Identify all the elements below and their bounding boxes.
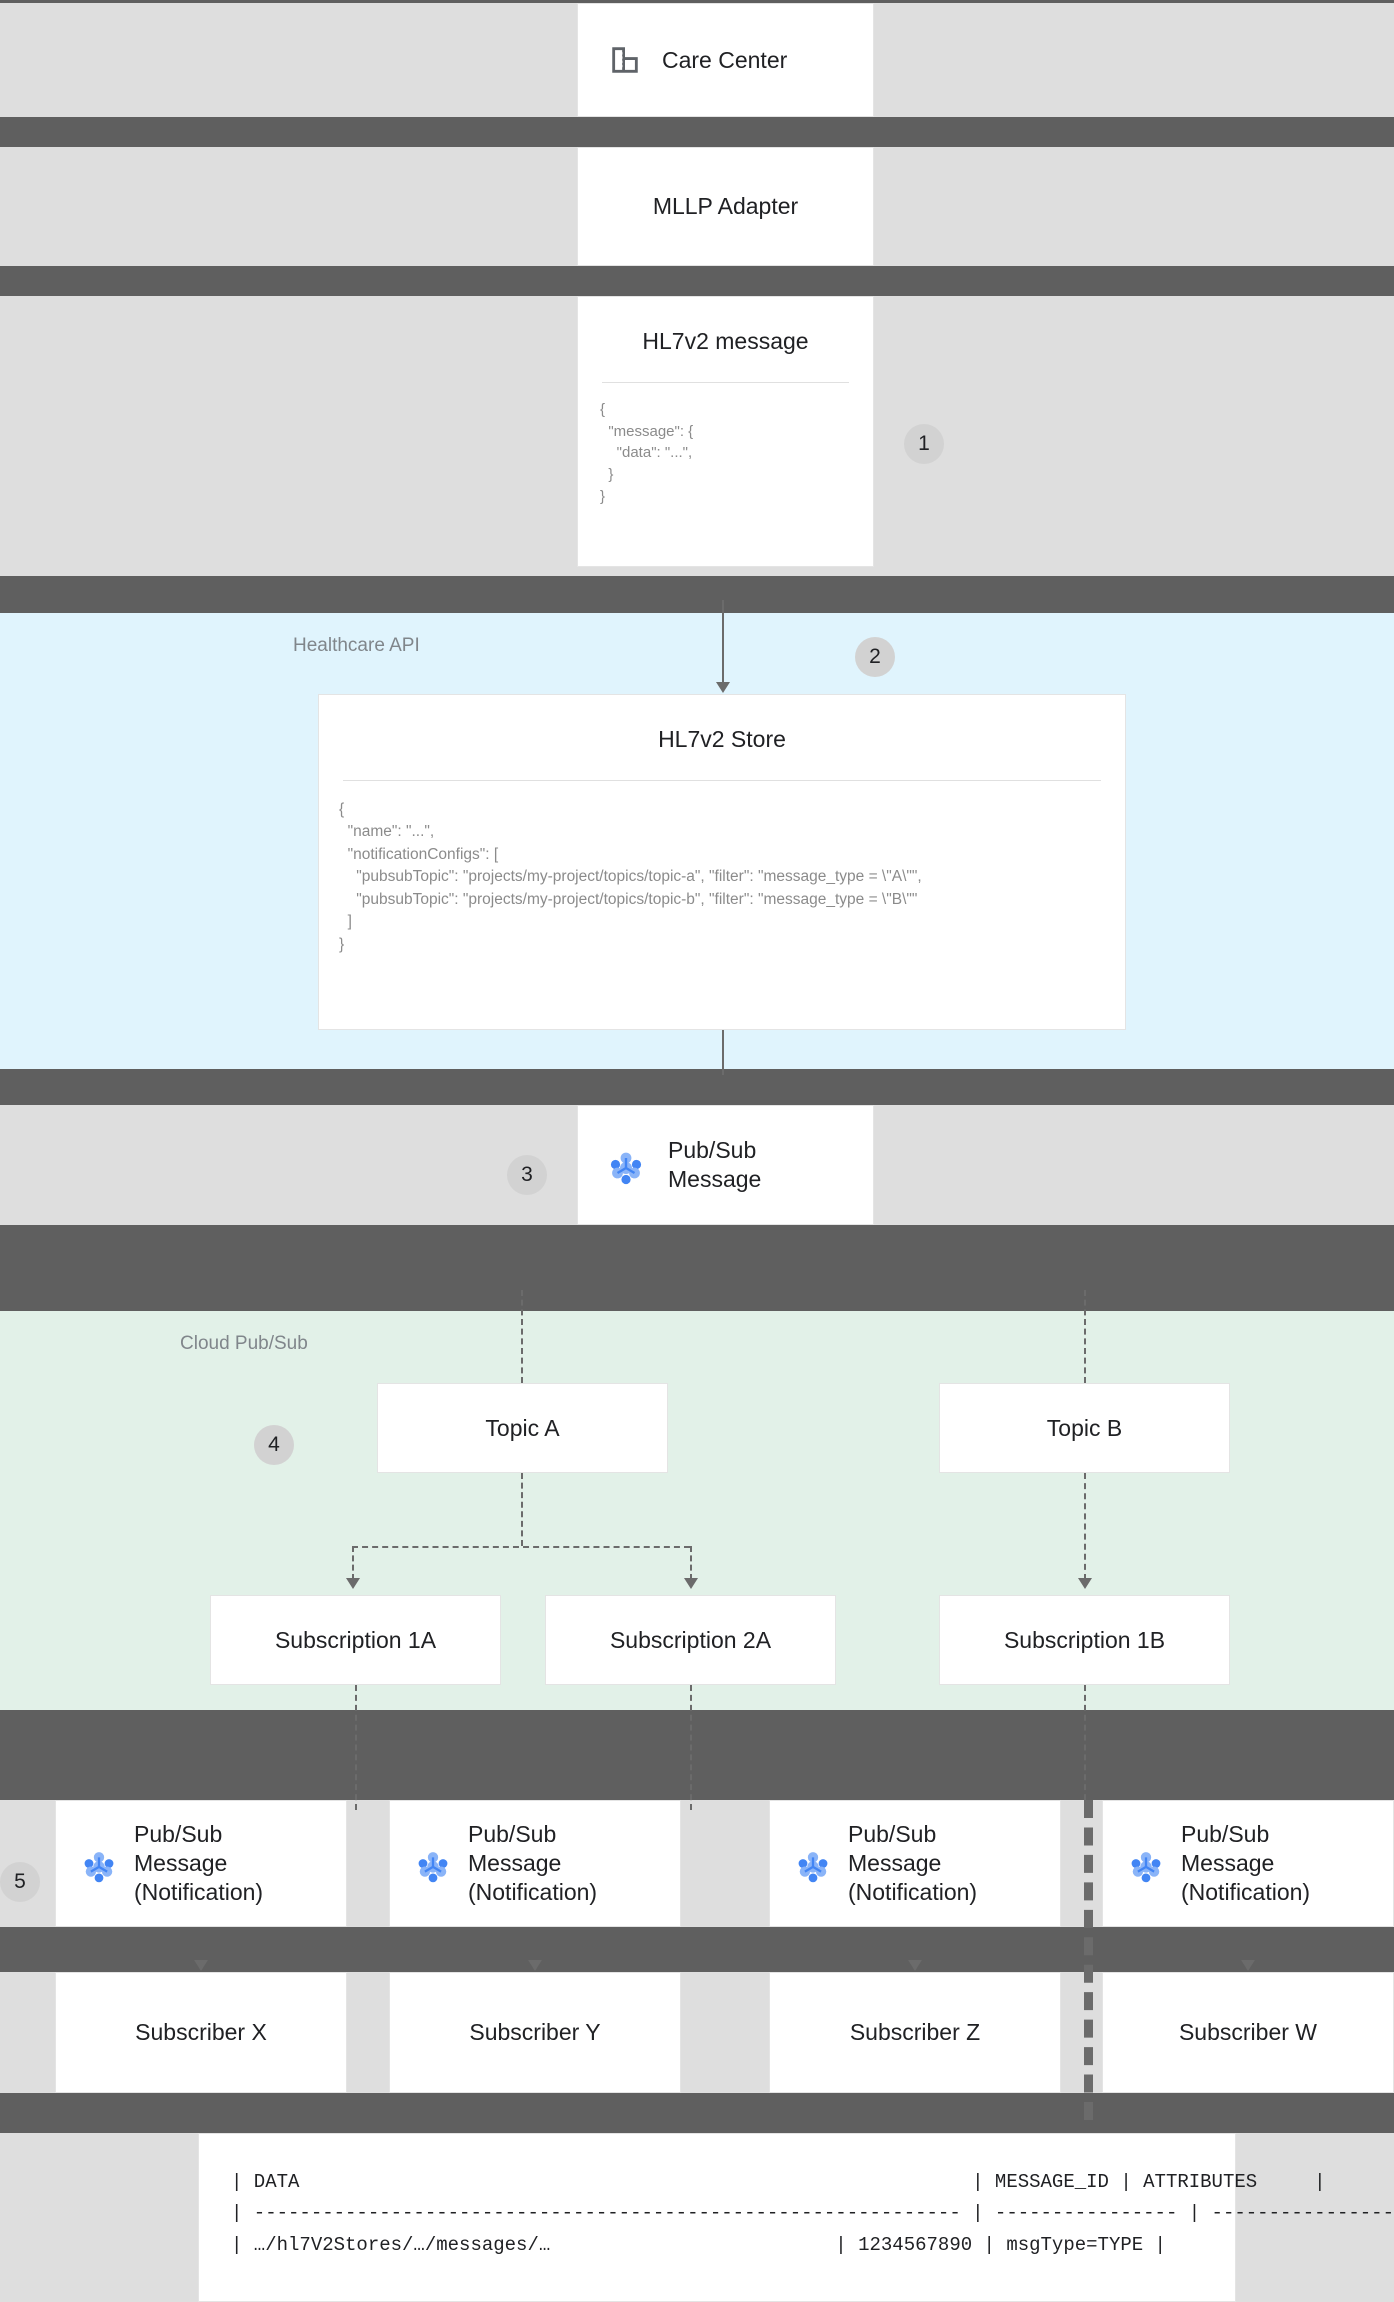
output-table-node: | DATA | MESSAGE_ID | ATTRIBUTES | | ---… — [198, 2133, 1394, 2302]
mllp-adapter-label: MLLP Adapter — [652, 193, 799, 220]
hl7v2-message-title: HL7v2 message — [642, 328, 809, 354]
output-table-header: | DATA | MESSAGE_ID | ATTRIBUTES | — [231, 2171, 1326, 2193]
pubsub-icon — [792, 1843, 834, 1885]
subscription-1a-label: Subscription 1A — [274, 1626, 437, 1653]
subscriber-x-label: Subscriber X — [135, 2019, 267, 2046]
hl7v2-store-node[interactable]: HL7v2 Store { "name": "...", "notificati… — [318, 694, 1126, 1030]
notification-message-1[interactable]: Pub/Sub Message (Notification) — [55, 1800, 347, 1927]
subscriber-y-node[interactable]: Subscriber Y — [389, 1972, 681, 2093]
pubsub-icon — [78, 1843, 120, 1885]
pubsub-icon — [604, 1143, 648, 1187]
healthcare-api-zone-label: Healthcare API — [293, 635, 420, 656]
band-5 — [0, 1069, 1394, 1105]
office-building-icon — [608, 43, 642, 77]
output-table-row: | …/hl7V2Stores/…/messages/… | 123456789… — [231, 2233, 1166, 2256]
hl7v2-message-divider — [602, 381, 849, 383]
connector-store-to-pubsub — [722, 1030, 724, 1075]
notification-message-4-label: Pub/Sub Message (Notification) — [1181, 1821, 1311, 1905]
notification-message-2-label: Pub/Sub Message (Notification) — [468, 1821, 598, 1905]
subscriber-w-node[interactable]: Subscriber W — [1102, 1972, 1394, 2093]
arrowhead-subscription-1a — [346, 1578, 360, 1589]
arrowhead-subscriber-y — [528, 1960, 542, 1971]
subscription-2a-node[interactable]: Subscription 2A — [545, 1595, 836, 1685]
topic-b-node[interactable]: Topic B — [939, 1383, 1230, 1473]
topic-a-stem — [521, 1473, 523, 1546]
subscription-1a-node[interactable]: Subscription 1A — [210, 1595, 501, 1685]
arrowhead-subscriber-w — [1241, 1960, 1255, 1971]
band-3 — [0, 266, 1394, 296]
notification-message-4[interactable]: Pub/Sub Message (Notification) — [1102, 1800, 1394, 1927]
topic-a-node[interactable]: Topic A — [377, 1383, 668, 1473]
arrowhead-subscriber-x — [194, 1960, 208, 1971]
care-center-label: Care Center — [662, 46, 788, 73]
arrowhead-subscriber-z — [908, 1960, 922, 1971]
topic-b-label: Topic B — [1046, 1414, 1123, 1441]
arrowhead-subscription-2a — [684, 1578, 698, 1589]
arrowhead-message-to-store — [716, 682, 730, 693]
topic-a-branch-bar — [352, 1546, 690, 1548]
hl7v2-store-code: { "name": "...", "notificationConfigs": … — [339, 800, 922, 953]
notification-message-3-label: Pub/Sub Message (Notification) — [848, 1821, 978, 1905]
connector-sub1b-down — [1084, 1685, 1086, 1810]
subscriber-y-label: Subscriber Y — [469, 2019, 601, 2046]
connector-to-topic-b — [1084, 1290, 1086, 1383]
step-badge-1: 1 — [904, 424, 944, 464]
subscription-1b-label: Subscription 1B — [1003, 1626, 1166, 1653]
step-badge-5: 5 — [0, 1862, 40, 1902]
hl7v2-message-node[interactable]: HL7v2 message { "message": { "data": "..… — [577, 296, 874, 567]
connector-sub1a-down — [355, 1685, 357, 1810]
pubsub-message-node[interactable]: Pub/Sub Message — [577, 1105, 874, 1225]
connector-sub2a-down — [690, 1685, 692, 1810]
subscription-2a-label: Subscription 2A — [609, 1626, 772, 1653]
step-badge-3: 3 — [507, 1155, 547, 1195]
notification-message-1-label: Pub/Sub Message (Notification) — [134, 1821, 264, 1905]
band-1 — [0, 0, 1394, 3]
band-8 — [0, 1927, 1394, 1972]
subscriber-z-node[interactable]: Subscriber Z — [769, 1972, 1061, 2093]
subscriber-x-node[interactable]: Subscriber X — [55, 1972, 347, 2093]
band-9 — [0, 2093, 1394, 2133]
mllp-adapter-node[interactable]: MLLP Adapter — [577, 147, 874, 266]
band-2 — [0, 117, 1394, 147]
topic-a-branch-right — [690, 1546, 692, 1580]
band-7 — [0, 1710, 1394, 1800]
notification-message-2[interactable]: Pub/Sub Message (Notification) — [389, 1800, 681, 1927]
hl7v2-store-title: HL7v2 Store — [658, 726, 786, 752]
notification-message-3[interactable]: Pub/Sub Message (Notification) — [769, 1800, 1061, 1927]
step-badge-4: 4 — [254, 1425, 294, 1465]
band-6 — [0, 1225, 1394, 1311]
subscriber-z-label: Subscriber Z — [849, 2019, 981, 2046]
connector-message-to-store — [722, 600, 724, 684]
pubsub-icon — [1125, 1843, 1167, 1885]
hl7v2-message-code: { "message": { "data": "...", } } — [600, 400, 694, 505]
pubsub-icon — [412, 1843, 454, 1885]
step-badge-2: 2 — [855, 637, 895, 677]
pubsub-message-label: Pub/Sub Message — [668, 1137, 762, 1192]
cloud-pubsub-zone-label: Cloud Pub/Sub — [180, 1333, 308, 1354]
topic-b-stem — [1084, 1473, 1086, 1580]
connector-subscriber-z-to-output — [1084, 1800, 1093, 2120]
arrowhead-subscription-1b — [1078, 1578, 1092, 1589]
topic-a-label: Topic A — [485, 1414, 560, 1441]
care-center-node[interactable]: Care Center — [577, 3, 874, 117]
topic-a-branch-left — [352, 1546, 354, 1580]
hl7v2-store-divider — [343, 779, 1101, 781]
connector-to-topic-a — [521, 1290, 523, 1383]
subscription-1b-node[interactable]: Subscription 1B — [939, 1595, 1230, 1685]
subscriber-w-label: Subscriber W — [1178, 2019, 1318, 2046]
band-4 — [0, 576, 1394, 613]
output-table-separator: | --------------------------------------… — [231, 2202, 1394, 2225]
